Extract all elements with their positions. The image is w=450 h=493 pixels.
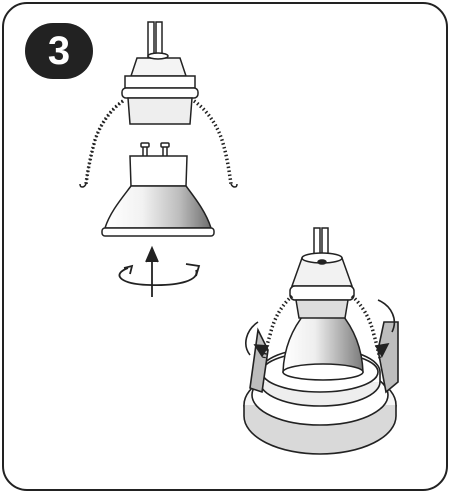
bulb-upper <box>101 142 215 237</box>
rotate-arrow-icon <box>118 245 201 297</box>
spring-right-lower <box>350 294 382 359</box>
step-number: 3 <box>47 29 71 73</box>
step-badge: 3 <box>25 23 93 79</box>
socket-upper <box>121 52 199 125</box>
bulb-lower <box>282 311 364 381</box>
socket-lower <box>289 252 355 319</box>
motion-arcs <box>245 299 396 356</box>
spring-left-lower <box>262 294 294 359</box>
spring-right-upper <box>192 99 233 185</box>
